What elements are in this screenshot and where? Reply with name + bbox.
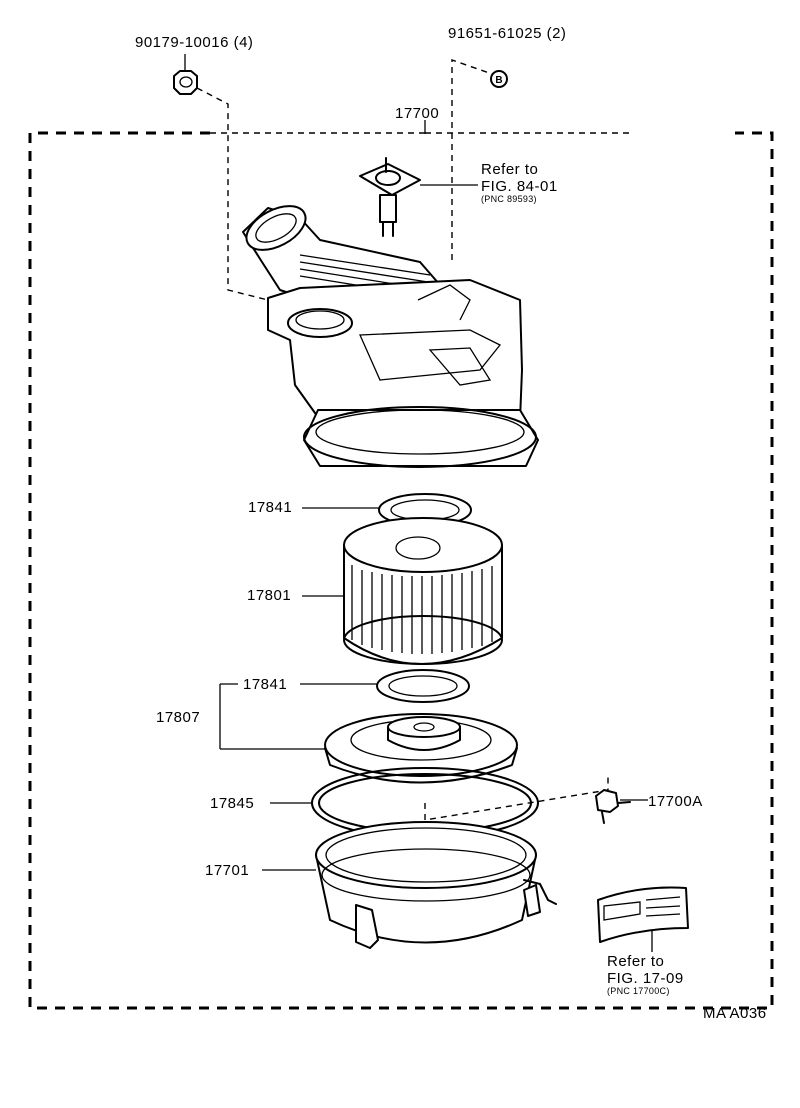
clip-b-icon: B (451, 59, 508, 260)
part-number-element-set: 17807 (156, 709, 201, 726)
part-number-element: 17801 (247, 587, 292, 604)
lower-gasket-icon (300, 669, 470, 703)
reference-line-2: FIG. 84-01 (481, 177, 558, 195)
nut-icon (173, 54, 269, 301)
part-number-nut: 90179-10016 (4) (135, 34, 254, 51)
part-number-lower-gasket: 17841 (243, 676, 288, 693)
reference-pnc: (PNC 89593) (481, 194, 537, 204)
svg-text:B: B (495, 75, 502, 86)
reference-line-1: Refer to (481, 161, 539, 178)
part-number-packing: 17845 (210, 795, 255, 812)
part-number-clip-b: 91651-61025 (2) (448, 25, 567, 42)
part-number-upper-gasket: 17841 (248, 499, 293, 516)
reference-note-label-plate: Refer to FIG. 17-09 (PNC 17700C) (607, 953, 684, 997)
label-plate-icon (597, 886, 689, 952)
part-number-air-cleaner-assy: 17700 (395, 105, 440, 122)
reference-pnc: (PNC 17700C) (607, 986, 670, 996)
air-cleaner-cap-icon (242, 205, 539, 468)
reference-note-sensor: Refer to FIG. 84-01 (PNC 89593) (481, 161, 558, 205)
reference-line-2: FIG. 17-09 (607, 969, 684, 987)
part-number-clamp: 17700A (648, 793, 703, 810)
reference-line-1: Refer to (607, 953, 665, 970)
sensor-icon (359, 157, 478, 237)
part-number-case: 17701 (205, 862, 250, 879)
case-icon (262, 821, 557, 949)
filter-element-icon (302, 517, 503, 665)
assembly-boundary (28, 131, 774, 1010)
baffle-cover-icon (324, 713, 518, 784)
element-set-bracket (219, 683, 335, 750)
figure-code: MA A036 (703, 1005, 767, 1022)
clamp-icon (424, 775, 648, 824)
